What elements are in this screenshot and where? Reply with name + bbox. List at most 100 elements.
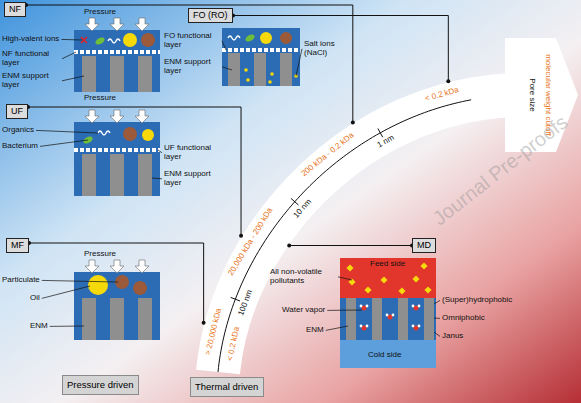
scale-line [218,100,471,372]
md-membrane [424,286,431,293]
mf-membrane [82,298,96,340]
range-pointer [28,107,241,236]
part-label: Organics [2,126,34,135]
node-text: MD [417,240,431,251]
node-text: FO (RO) [193,10,228,21]
part-label: ENM [30,322,48,331]
range-pointer [26,5,353,122]
uf-membrane [110,110,124,123]
uf-membrane [123,127,137,141]
md-membrane [380,276,387,283]
mf-membrane [110,298,124,340]
md-membrane [364,286,371,293]
fo-membrane [246,78,250,82]
part-label: Particulate [2,276,40,285]
leader-line [434,332,440,336]
process-tag: MD [412,238,436,253]
leader-line [61,39,82,41]
md-membrane [412,325,415,328]
part-label: Water vapor [282,306,325,315]
leader-line [36,130,98,133]
nf-membrane [74,50,160,54]
uf-membrane [74,122,160,196]
nf-membrane [123,33,137,47]
part-label: ENM support layer [2,72,60,90]
leader-line [327,310,362,311]
leader-line [42,286,90,298]
nf-membrane [110,56,124,92]
part-label: ENM support layer [164,58,220,76]
leader-line [62,76,84,81]
md-membrane [372,298,382,340]
scale-tick [378,128,383,137]
fo-membrane [222,28,300,86]
md-membrane [360,305,363,308]
scale-tick [231,297,240,301]
uf-membrane [110,154,124,196]
mf-membrane [85,260,99,273]
fo-membrane [280,32,292,44]
process-tag: MF [6,238,29,253]
md-membrane [386,314,389,317]
fo-membrane [270,72,274,76]
nf-membrane [85,18,99,31]
nf-membrane [108,39,120,43]
pore-size-tick: 1 nm [376,134,396,150]
process-tag: UF [6,104,28,119]
leader-line [158,150,162,153]
node-text: Thermal driven [195,381,258,392]
scale-arrow [218,95,515,372]
md-membrane [418,325,421,328]
leader-line [222,41,226,50]
part-label: Omniphobic [442,314,485,323]
part-label: High-valent ions [2,35,59,44]
part-label: Janus [442,332,463,341]
cutoff-range: 20,000 kDa - 200 kDa [227,207,275,278]
side-label: Cold side [368,351,401,360]
process-tag: FO (RO) [188,8,233,23]
uf-membrane [98,131,110,135]
pore-size-tick: 100 nm [237,289,255,317]
uf-membrane [74,110,160,196]
pointer-dot [287,244,291,248]
md-membrane [360,305,421,331]
nf-membrane [74,30,160,92]
cutoff-range: > 20,000 kDa [204,308,224,357]
uf-membrane [142,129,154,141]
axis-title: Pore size [528,78,537,111]
part-label: (Super)hydrophobic [442,296,512,305]
node-text: UF [11,106,23,117]
md-membrane [398,298,408,340]
uf-membrane [138,154,152,196]
fo-membrane [244,33,256,43]
md-membrane [418,305,421,308]
md-membrane [424,298,434,340]
md-membrane [366,305,369,308]
uf-membrane [135,110,149,123]
uf-membrane [82,154,96,196]
leader-line [152,178,162,180]
part-label: NF functional layer [2,50,60,68]
node-text: MF [11,240,24,251]
scale-tick [291,198,298,205]
md-membrane [340,340,436,368]
cutoff-range: < 0.2 kDa [425,86,461,104]
md-membrane [392,314,395,317]
mf-membrane [138,298,152,340]
fo-membrane [222,28,300,86]
leader-line [42,280,118,282]
part-label: All non-volatile pollutants [270,268,336,286]
fo-membrane [260,32,272,44]
nf-membrane [135,18,149,31]
fo-membrane [244,68,298,84]
md-membrane [412,275,419,282]
leader-line [434,300,440,304]
range-pointer [29,243,204,323]
nf-membrane [110,18,124,31]
pointer-dot [239,234,243,238]
md-membrane [346,298,356,340]
uf-membrane [85,110,99,123]
fo-membrane [280,53,292,86]
